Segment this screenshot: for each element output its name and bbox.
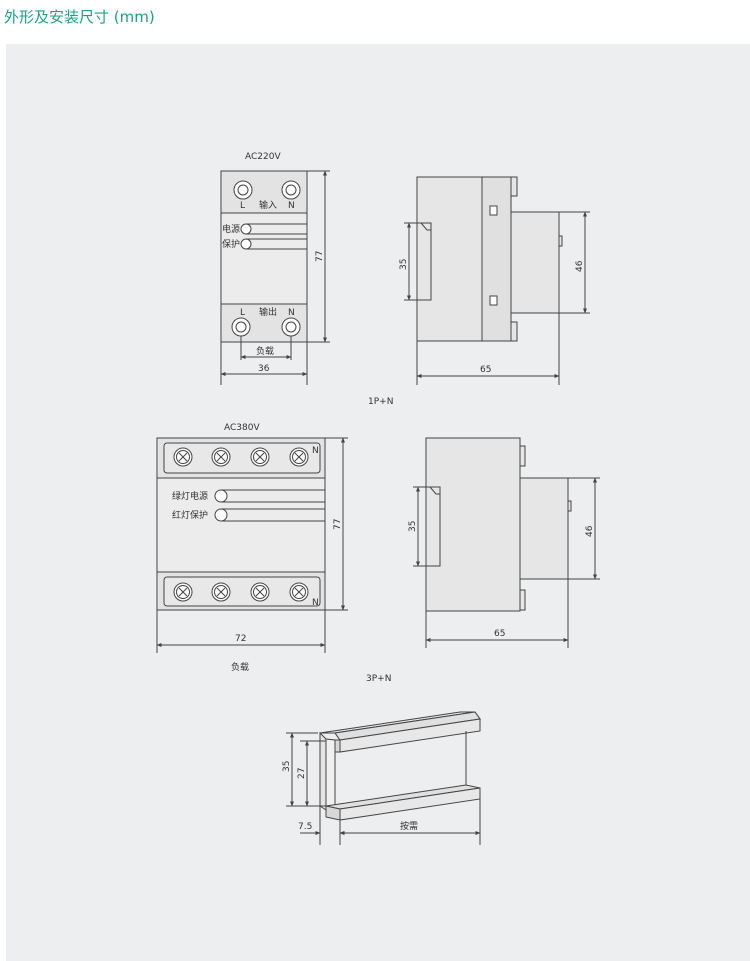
screw-terminal-icon [289,582,309,602]
screw-terminal-icon [211,582,231,602]
load-label: 负载 [256,345,274,357]
led-icon [240,223,252,235]
screw-terminal-icon [173,447,193,467]
three-phase-front-view: AC380V N N 绿灯电源 红灯保护 72 77 负载 [156,423,348,673]
single-phase-caption: 1P+N [368,397,393,407]
terminal-icon [281,317,301,337]
led-power-label: 绿灯电源 [172,490,208,502]
label-N: N [312,446,319,456]
width-dimension: 36 [258,364,270,374]
rail-depth-dimension: 35 [399,259,409,270]
body-depth-dimension: 46 [585,525,595,537]
led-icon [214,489,228,503]
screw-terminal-icon [250,582,270,602]
side-width-dimension: 65 [480,365,491,375]
label-N: N [288,201,295,211]
terminal-icon [281,180,301,200]
terminal-icon [233,180,253,200]
height-dimension: 77 [315,251,325,262]
led-protect-label: 保护 [222,238,240,250]
rail-height-dimension: 35 [282,761,292,772]
led-icon [214,508,228,522]
body-depth-dimension: 46 [575,260,585,272]
single-phase-voltage: AC220V [245,152,281,162]
led-power-label: 电源 [222,223,240,235]
single-phase-front-view: AC220V L 输入 N L 输出 N 电源 保护 负载 36 77 [220,152,330,385]
din-rail-drawing: 35 27 7.5 按需 [282,711,481,845]
label-L: L [240,201,245,211]
rail-length-label: 按需 [400,820,418,832]
three-phase-side-view: 35 46 65 [408,437,600,648]
led-icon [240,238,252,250]
label-N: N [288,308,295,318]
label-output: 输出 [259,306,277,318]
label-N: N [312,598,319,608]
label-L: L [240,308,245,318]
screw-terminal-icon [211,447,231,467]
side-width-dimension: 65 [494,629,505,639]
rail-inner-height-dimension: 27 [297,768,307,779]
load-label: 负载 [231,661,249,673]
led-protect-label: 红灯保护 [172,509,208,521]
rail-depth-dimension: 35 [408,521,418,532]
three-phase-voltage: AC380V [224,423,260,433]
screw-terminal-icon [173,582,193,602]
height-dimension: 77 [333,519,343,530]
three-phase-caption: 3P+N [366,674,391,684]
screw-terminal-icon [289,447,309,467]
label-input: 输入 [259,199,277,211]
width-dimension: 72 [235,634,246,644]
rail-flange-dimension: 7.5 [298,822,312,832]
screw-terminal-icon [250,447,270,467]
terminal-icon [231,317,251,337]
page-title: 外形及安装尺寸 (mm) [4,8,155,26]
single-phase-side-view: 35 46 65 [399,176,590,385]
